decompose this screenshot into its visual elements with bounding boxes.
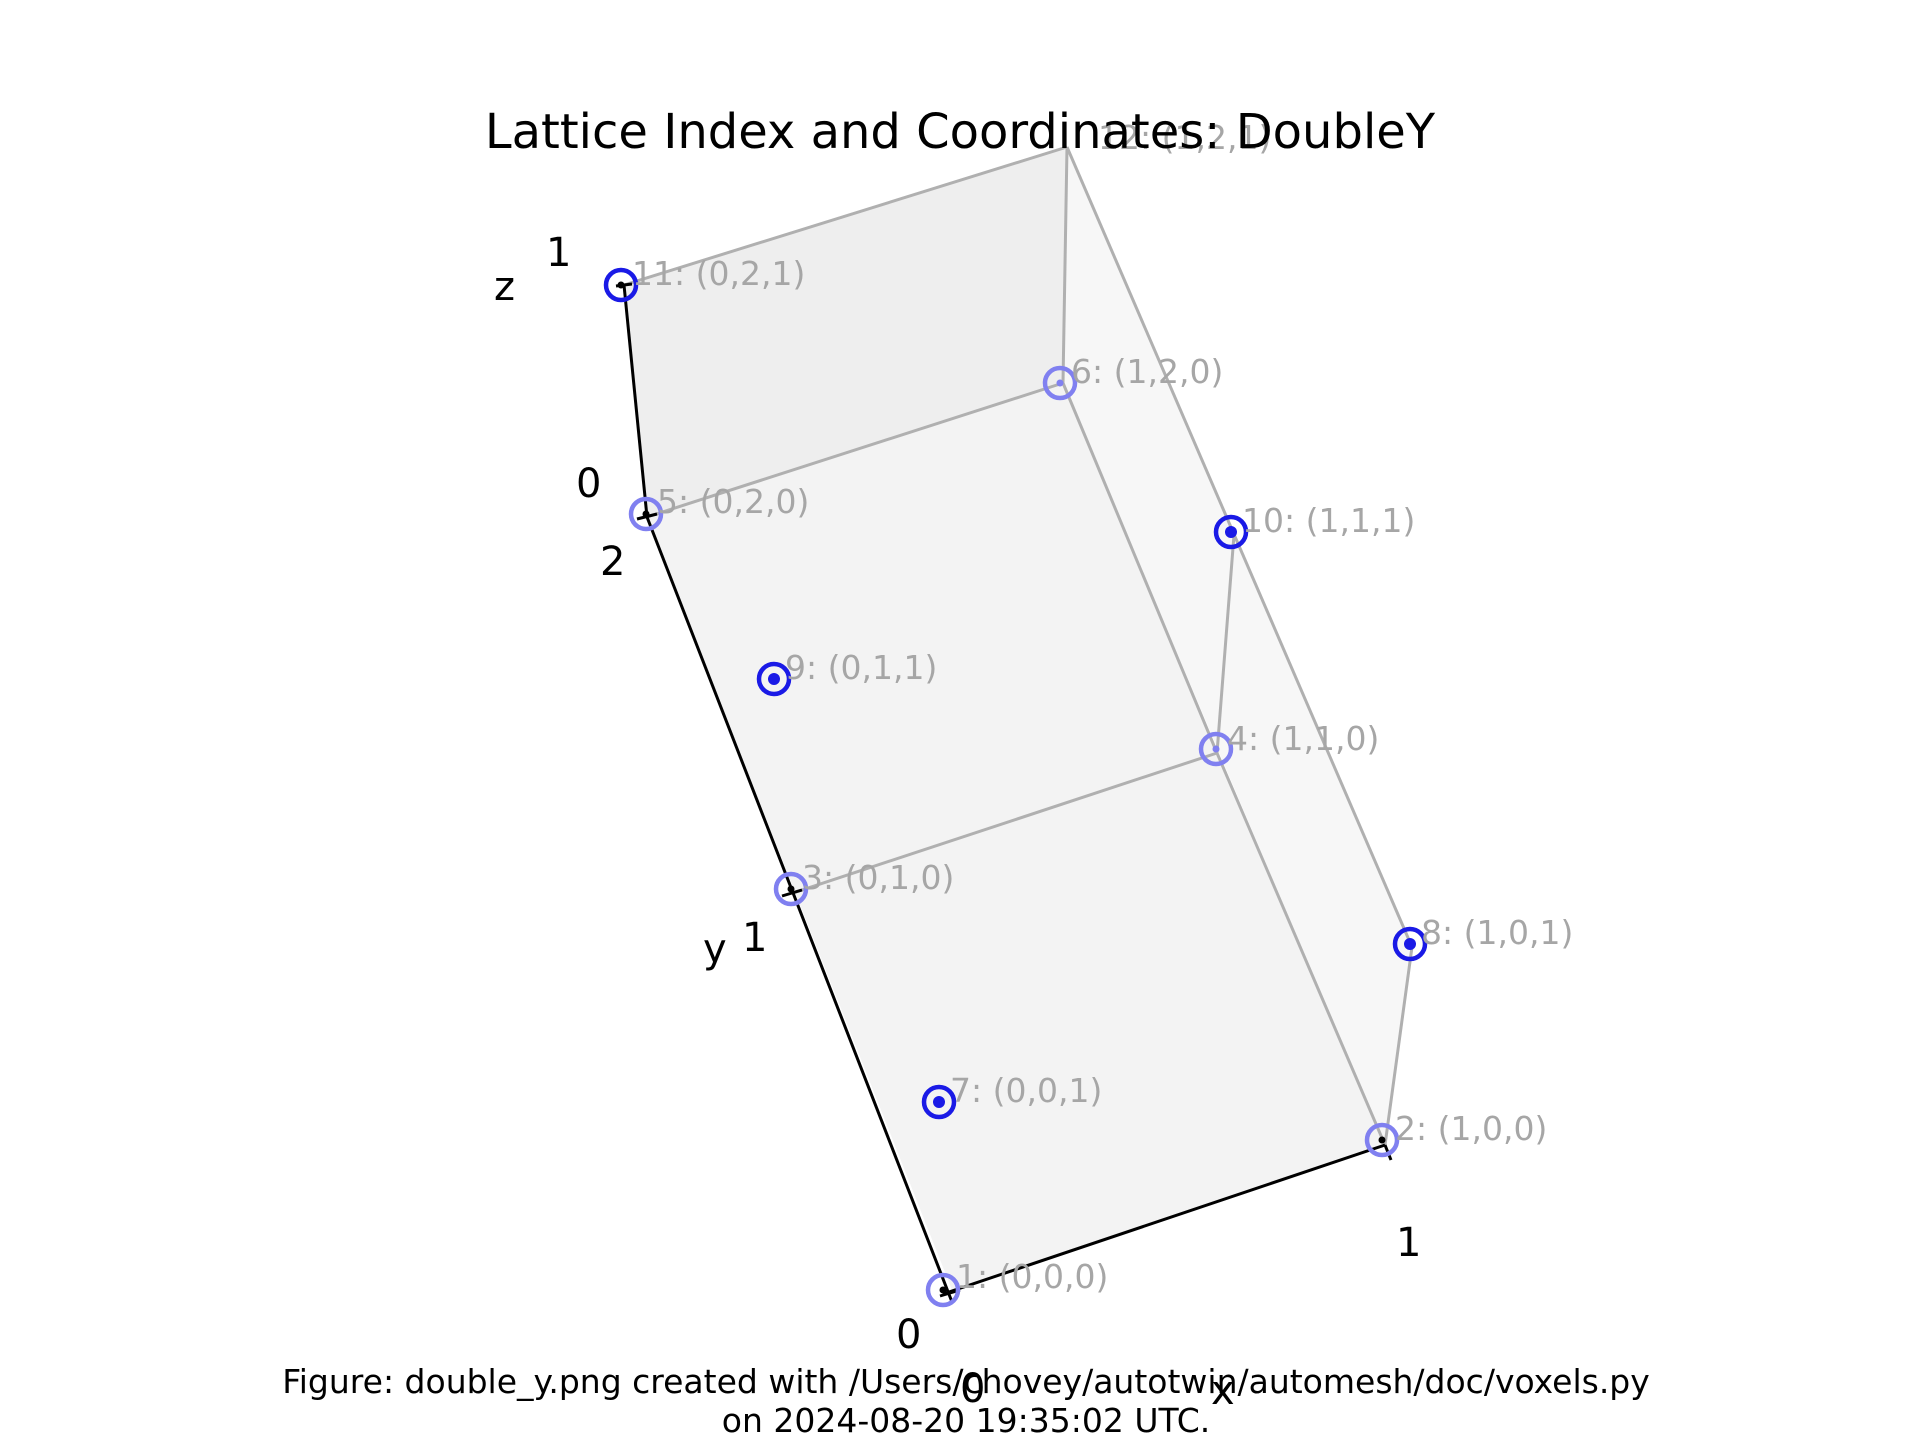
edge-6-4 [1061,382,1219,754]
edge-5-6 [646,381,1064,519]
lattice-edges [623,145,1414,1146]
y-axis-tick-0: 0 [896,1312,921,1358]
node-10-dot [1225,526,1237,538]
node-12-label: 12: (1,2,1) [1098,118,1271,157]
node-4-dot [1212,745,1220,753]
node-11: 11: (0,2,1) [603,254,805,303]
node-7-dot [933,1096,945,1108]
node-8-label: 8: (1,0,1) [1421,913,1573,952]
x-axis-tick-0: 0 [960,1366,985,1412]
edge-2-8 [1383,946,1414,1146]
node-2-ring [1364,1122,1400,1158]
node-1-ring [925,1272,961,1308]
lattice-nodes: 1: (0,0,0) 2: (1,0,0) 3: (0,1,0) 4: (1,1… [603,118,1573,1308]
node-11-ring [603,267,639,303]
node-12: 12: (1,2,1) [1098,118,1271,157]
node-6-ring [1042,365,1078,401]
node-5-dot [642,510,650,518]
figure-title: Lattice Index and Coordinates: DoubleY [485,104,1436,160]
y-axis-line [645,516,954,1303]
node-10: 10: (1,1,1) [1213,501,1415,550]
x-axis-line [942,1143,1386,1296]
z-axis-label: z [494,264,515,310]
z-axis-line [622,284,649,518]
node-5-label: 5: (0,2,0) [657,482,809,521]
node-10-label: 10: (1,1,1) [1242,501,1415,540]
node-9-label: 9: (0,1,1) [785,648,937,687]
node-7: 7: (0,0,1) [921,1071,1102,1120]
node-1: 1: (0,0,0) [925,1257,1108,1308]
x-axis-tick-1: 1 [1396,1220,1421,1266]
node-2-label: 2: (1,0,0) [1395,1109,1547,1148]
node-7-ring [921,1084,957,1120]
z-axis-tick-1: 1 [546,230,571,276]
node-3-label: 3: (0,1,0) [802,858,954,897]
node-1-label: 1: (0,0,0) [956,1257,1108,1296]
node-1-dot [939,1286,947,1294]
node-2-dot [1378,1136,1386,1144]
y-tick-1 [781,888,803,898]
edge-11-12 [623,145,1068,287]
edge-4-10 [1215,534,1236,754]
node-6-dot [1056,379,1064,387]
node-6-label: 6: (1,2,0) [1071,352,1223,391]
edge-4-2 [1215,752,1387,1146]
edge-6-12 [1061,146,1069,384]
edge-3-4 [792,751,1218,895]
node-9: 9: (0,1,1) [756,648,937,697]
node-3-dot [787,885,795,893]
node-5-ring [628,496,664,532]
axes: 0 1 x 0 1 2 y 0 1 z [494,230,1421,1414]
node-11-label: 11: (0,2,1) [632,254,805,293]
y-axis-tick-1: 1 [742,915,767,961]
node-3-ring [773,871,809,907]
node-8-dot [1404,938,1416,950]
voxel-faces [624,147,1412,1290]
node-4-ring [1198,731,1234,767]
caption-line-1: Figure: double_y.png created with /Users… [282,1362,1650,1401]
node-4-label: 4: (1,1,0) [1227,719,1379,758]
face-x1 [1063,147,1412,1145]
node-9-dot [768,673,780,685]
y-axis-tick-2: 2 [600,539,625,585]
node-10-ring [1213,514,1249,550]
node-8-ring [1392,926,1428,962]
node-3: 3: (0,1,0) [773,858,954,907]
node-7-label: 7: (0,0,1) [950,1071,1102,1110]
node-8: 8: (1,0,1) [1392,913,1573,962]
node-2: 2: (1,0,0) [1364,1109,1547,1158]
z-axis-tick-0: 0 [576,461,601,507]
node-11-dot [617,281,625,289]
node-4: 4: (1,1,0) [1198,719,1379,767]
node-6: 6: (1,2,0) [1042,352,1223,401]
y-axis-label: y [703,926,727,972]
x-axis-label: x [1211,1368,1235,1414]
node-9-ring [756,661,792,697]
face-back-top [624,147,1067,517]
node-5: 5: (0,2,0) [628,482,809,532]
caption-line-2: on 2024-08-20 19:35:02 UTC. [722,1401,1210,1440]
